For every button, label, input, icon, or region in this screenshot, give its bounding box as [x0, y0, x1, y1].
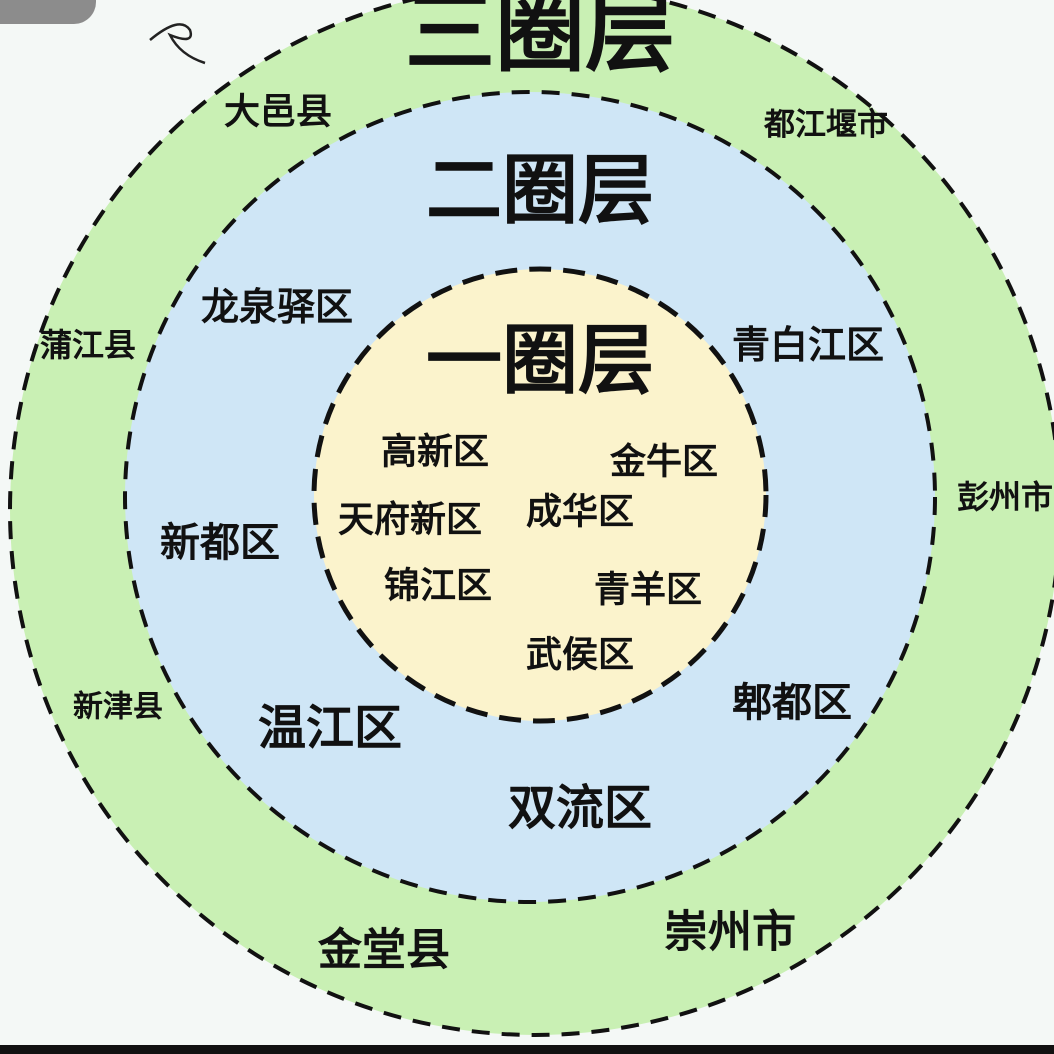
area-label: 温江区 [258, 700, 402, 756]
area-label: 大邑县 [224, 92, 332, 133]
first-ring-title: 一圈层 [426, 316, 654, 405]
area-label: 郫都区 [732, 680, 852, 726]
area-label: 蒲江县 [40, 326, 136, 364]
area-label: 彭州市 [957, 478, 1053, 516]
area-label: 天府新区 [338, 499, 482, 541]
area-label: 成华区 [526, 492, 634, 533]
area-label: 青白江区 [732, 323, 884, 367]
area-label: 崇州市 [664, 907, 796, 958]
first-ring [311, 266, 769, 724]
area-label: 新都区 [160, 520, 280, 566]
area-label: 青羊区 [594, 570, 702, 611]
area-label: 武侯区 [526, 635, 634, 676]
bottom-bar [0, 1045, 1054, 1054]
area-label: 都江堰市 [763, 107, 888, 143]
area-label: 高新区 [381, 432, 489, 473]
area-label: 金堂县 [317, 925, 450, 976]
area-label: 龙泉驿区 [201, 285, 353, 329]
corner-overlay [0, 0, 96, 24]
second-ring-title: 二圈层 [426, 146, 654, 235]
third-ring-title: 三圈层 [405, 0, 675, 85]
arrow-icon [149, 23, 206, 65]
area-label: 金牛区 [609, 441, 718, 483]
area-label: 锦江区 [384, 566, 492, 607]
area-label: 新津县 [73, 690, 163, 725]
area-label: 双流区 [508, 780, 652, 836]
